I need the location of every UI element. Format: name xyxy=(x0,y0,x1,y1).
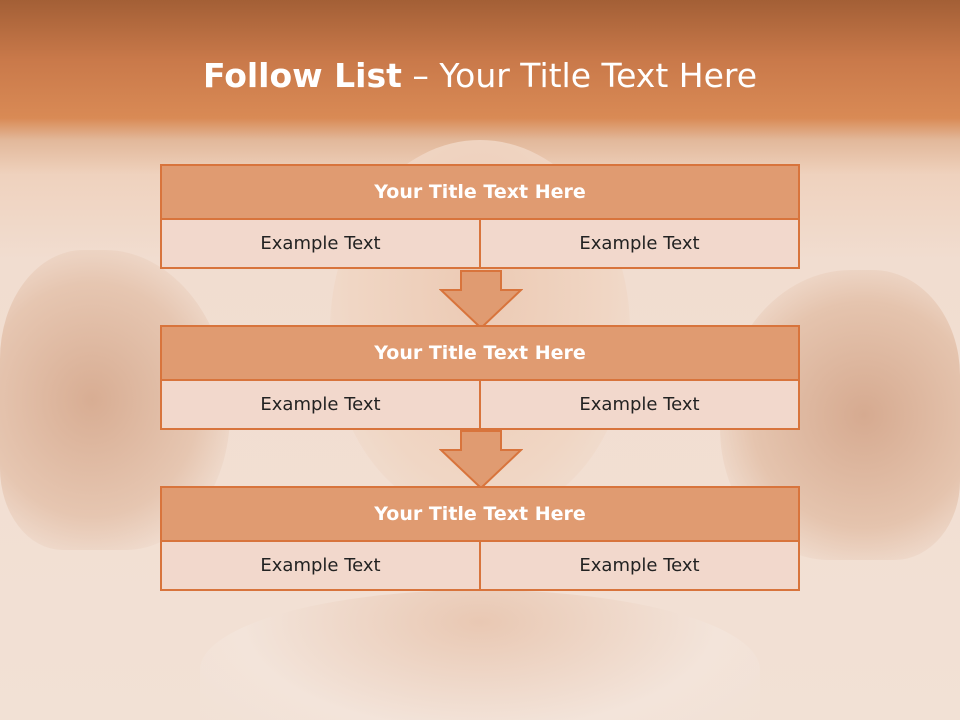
block-title: Your Title Text Here xyxy=(160,164,800,220)
block-row: Example Text Example Text xyxy=(160,542,800,591)
down-arrow-1 xyxy=(439,270,523,330)
block-cell-right: Example Text xyxy=(479,381,798,428)
block-cell-right: Example Text xyxy=(479,542,798,589)
block-row: Example Text Example Text xyxy=(160,381,800,430)
slide-title: Follow List – Your Title Text Here xyxy=(0,56,960,96)
block-title: Your Title Text Here xyxy=(160,486,800,542)
list-block-3: Your Title Text Here Example Text Exampl… xyxy=(160,486,800,591)
block-cell-left: Example Text xyxy=(260,555,381,576)
list-block-1: Your Title Text Here Example Text Exampl… xyxy=(160,164,800,269)
down-arrow-2 xyxy=(439,430,523,490)
list-block-2: Your Title Text Here Example Text Exampl… xyxy=(160,325,800,430)
block-cell-left: Example Text xyxy=(260,394,381,415)
block-title: Your Title Text Here xyxy=(160,325,800,381)
block-row: Example Text Example Text xyxy=(160,220,800,269)
slide-title-rest: – Your Title Text Here xyxy=(401,56,758,95)
background-photo-shirt xyxy=(200,590,760,720)
slide-title-bold: Follow List xyxy=(202,56,402,95)
block-cell-left: Example Text xyxy=(260,233,381,254)
block-cell-right: Example Text xyxy=(479,220,798,267)
